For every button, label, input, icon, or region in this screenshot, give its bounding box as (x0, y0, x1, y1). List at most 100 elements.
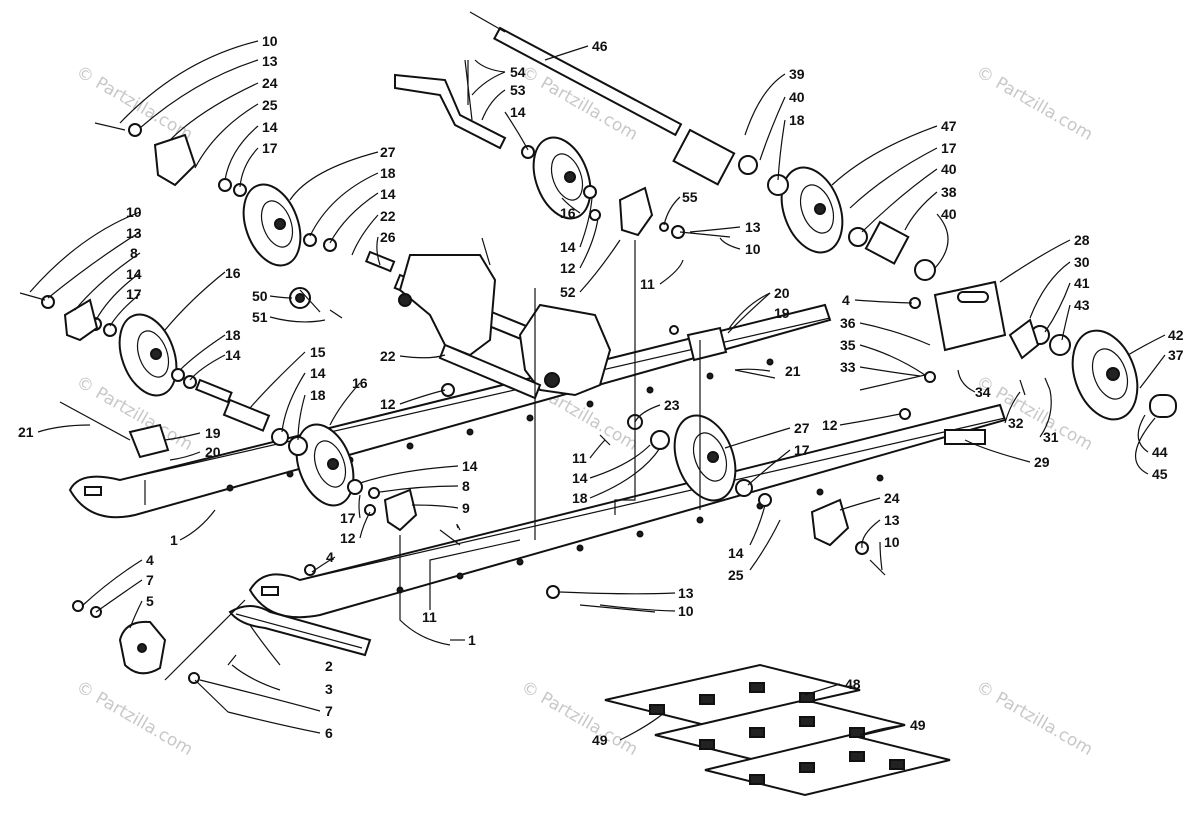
label-16: 16 (560, 205, 576, 221)
label-18: 18 (225, 327, 241, 343)
label-47: 47 (941, 118, 957, 134)
idler-wheel-27a (242, 183, 302, 267)
label-40: 40 (941, 161, 957, 177)
idler-wheel-16b (295, 423, 355, 507)
spacer-tubes (194, 128, 910, 432)
bolts (19, 59, 1051, 713)
label-18: 18 (572, 490, 588, 506)
slide-rail-right (248, 403, 1007, 619)
label-4: 4 (326, 549, 334, 565)
pivot-arm-assembly (398, 254, 612, 400)
label-51: 51 (252, 309, 268, 325)
watermark: © Partzilla.com (518, 677, 642, 760)
label-50: 50 (252, 288, 268, 304)
rear-axle-shaft (469, 11, 683, 137)
label-36: 36 (840, 315, 856, 331)
label-8: 8 (130, 245, 138, 261)
label-37: 37 (1168, 347, 1184, 363)
label-15: 15 (310, 344, 326, 360)
label-13: 13 (678, 585, 694, 601)
label-27: 27 (794, 420, 810, 436)
label-19: 19 (774, 305, 790, 321)
label-14: 14 (380, 186, 396, 202)
label-24: 24 (884, 490, 900, 506)
label-42: 42 (1168, 327, 1184, 343)
label-16: 16 (352, 375, 368, 391)
label-25: 25 (728, 567, 744, 583)
label-31: 31 (1043, 429, 1059, 445)
label-43: 43 (1074, 297, 1090, 313)
label-4: 4 (146, 552, 154, 568)
label-18: 18 (310, 387, 326, 403)
label-4: 4 (842, 292, 850, 308)
label-19: 19 (205, 425, 221, 441)
idler-wheel-42 (1071, 329, 1139, 421)
label-9: 9 (462, 500, 470, 516)
label-16: 16 (225, 265, 241, 281)
label-17: 17 (126, 286, 142, 302)
label-10: 10 (126, 204, 142, 220)
idler-wheel-47 (780, 166, 844, 254)
label-6: 6 (325, 725, 333, 741)
label-14: 14 (560, 239, 576, 255)
label-45: 45 (1152, 466, 1168, 482)
label-49: 49 (910, 717, 926, 733)
watermark: © Partzilla.com (973, 62, 1097, 145)
label-21: 21 (785, 363, 801, 379)
label-10: 10 (262, 33, 278, 49)
label-38: 38 (941, 184, 957, 200)
label-11: 11 (422, 609, 437, 625)
label-44: 44 (1152, 444, 1168, 460)
label-12: 12 (340, 530, 356, 546)
label-40: 40 (789, 89, 805, 105)
label-14: 14 (225, 347, 241, 363)
label-20: 20 (205, 444, 221, 460)
label-40: 40 (941, 206, 957, 222)
watermark: © Partzilla.com (73, 677, 197, 760)
label-53: 53 (510, 82, 526, 98)
wear-strip (228, 605, 372, 657)
rail-front-cap (118, 620, 167, 675)
label-23: 23 (664, 397, 680, 413)
label-32: 32 (1008, 415, 1024, 431)
label-13: 13 (126, 225, 142, 241)
label-26: 26 (380, 229, 396, 245)
label-10: 10 (678, 603, 694, 619)
label-11: 11 (640, 276, 655, 292)
label-17: 17 (941, 140, 957, 156)
label-30: 30 (1074, 254, 1090, 270)
label-22: 22 (380, 348, 396, 364)
label-1: 1 (170, 532, 178, 548)
label-5: 5 (146, 593, 154, 609)
label-18: 18 (380, 165, 396, 181)
label-25: 25 (262, 97, 278, 113)
label-13: 13 (745, 219, 761, 235)
label-29: 29 (1034, 454, 1050, 470)
label-18: 18 (789, 112, 805, 128)
label-14: 14 (126, 266, 142, 282)
label-55: 55 (682, 189, 698, 205)
label-14: 14 (462, 458, 478, 474)
label-12: 12 (560, 260, 576, 276)
label-8: 8 (462, 478, 470, 494)
label-39: 39 (789, 66, 805, 82)
idler-wheel-16c (532, 136, 592, 220)
label-14: 14 (262, 119, 278, 135)
label-14: 14 (510, 104, 526, 120)
label-41: 41 (1074, 275, 1090, 291)
label-46: 46 (592, 38, 608, 54)
label-12: 12 (380, 396, 396, 412)
label-35: 35 (840, 337, 856, 353)
idler-wheels (118, 136, 1139, 507)
idler-wheel-27b (673, 414, 737, 502)
label-54: 54 (510, 64, 526, 80)
label-3: 3 (325, 681, 333, 697)
watermark: © Partzilla.com (973, 677, 1097, 760)
label-20: 20 (774, 285, 790, 301)
label-21: 21 (18, 424, 34, 440)
label-17: 17 (794, 442, 810, 458)
label-10: 10 (884, 534, 900, 550)
idler-wheel-16a (118, 313, 178, 397)
label-27: 27 (380, 144, 396, 160)
